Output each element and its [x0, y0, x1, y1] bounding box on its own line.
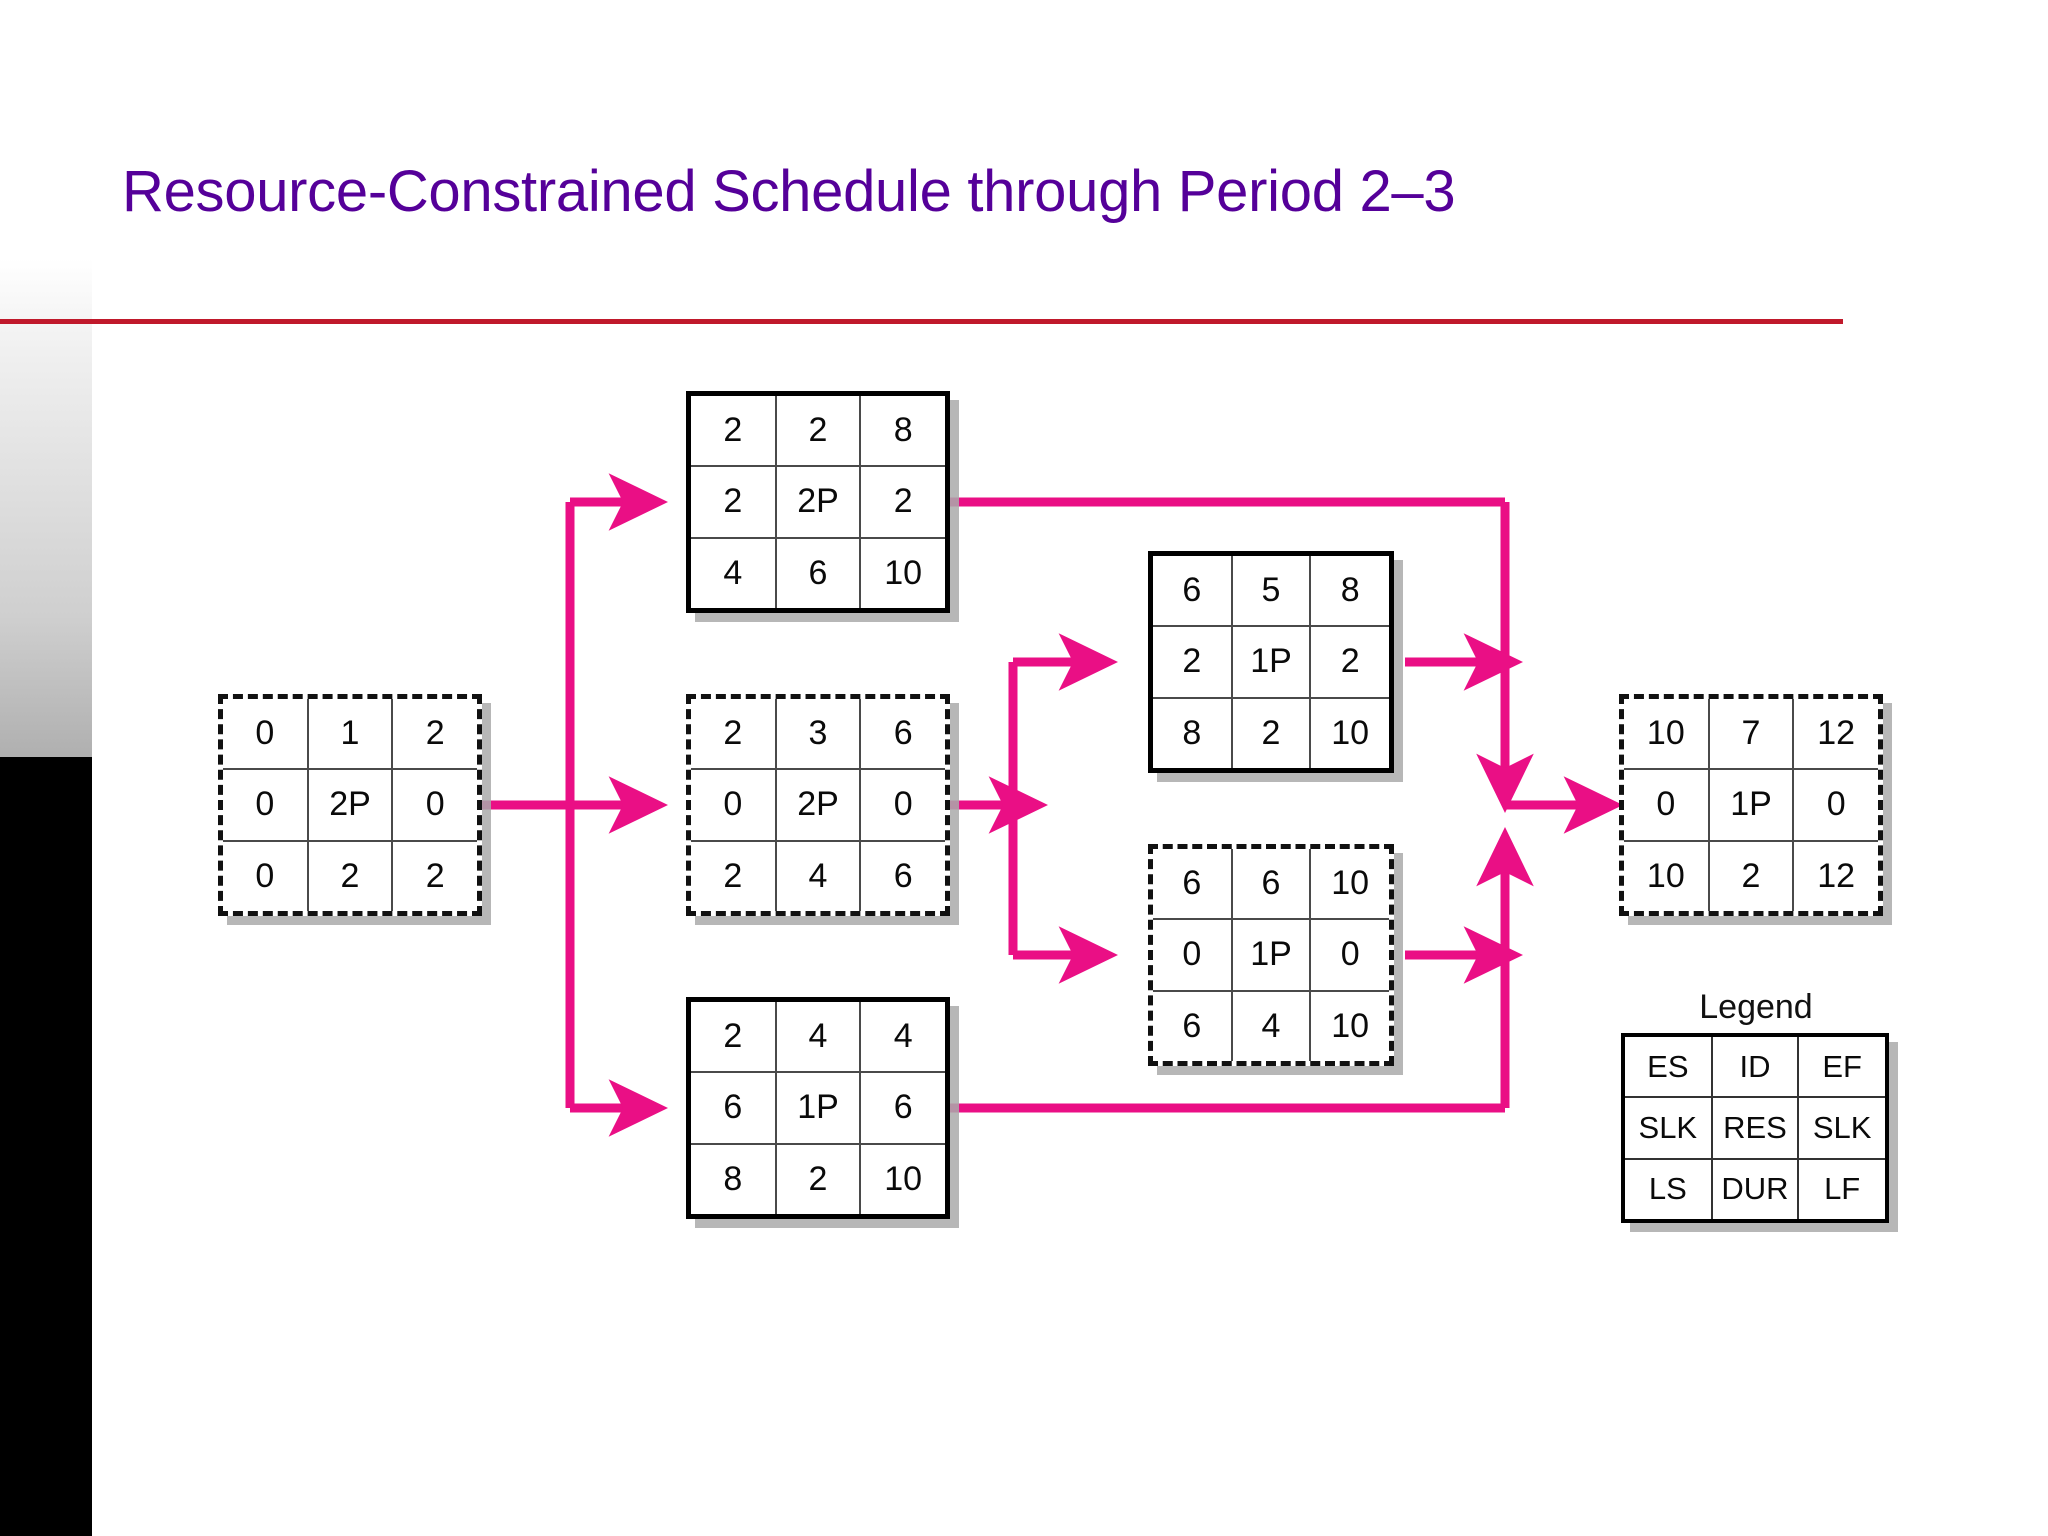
node-cell-slk-left: 0	[223, 768, 309, 842]
node-cell-slk-right: 0	[391, 768, 477, 842]
node-cell-slk-left: 0	[1624, 768, 1710, 842]
node-cell-slk-right: 0	[1309, 918, 1389, 992]
legend: Legend ES ID EF SLK RES SLK LS DUR LF	[1621, 988, 1891, 1223]
node-cell-dur: 2	[1230, 696, 1312, 768]
page-title: Resource-Constrained Schedule through Pe…	[122, 159, 1456, 224]
node-cell-ls: 10	[1624, 839, 1710, 911]
node-cell-ls: 0	[223, 839, 309, 911]
activity-node-2[interactable]: 2 2 8 2 2P 2 4 6 10	[686, 391, 950, 613]
node-cell-id: 4	[774, 1002, 862, 1074]
node-cell-dur: 4	[774, 839, 862, 911]
node-cell-dur: 4	[1230, 989, 1312, 1061]
activity-node-7[interactable]: 10 7 12 0 1P 0 10 2 12	[1619, 694, 1883, 916]
legend-cell-ls: LS	[1625, 1157, 1713, 1219]
node-cell-res: 1P	[1230, 625, 1312, 699]
node-cell-ef: 8	[859, 396, 945, 468]
node-cell-id: 7	[1707, 699, 1795, 771]
node-cell-ef: 4	[859, 1002, 945, 1074]
node-cell-slk-left: 2	[1153, 625, 1233, 699]
node-cell-ls: 4	[691, 536, 777, 608]
activity-node-3[interactable]: 2 3 6 0 2P 0 2 4 6	[686, 694, 950, 916]
node-cell-ef: 10	[1309, 849, 1389, 921]
node-cell-lf: 10	[859, 1142, 945, 1214]
node-cell-slk-left: 0	[1153, 918, 1233, 992]
node-cell-ef: 12	[1792, 699, 1878, 771]
node-cell-slk-left: 0	[691, 768, 777, 842]
node-cell-res: 2P	[774, 768, 862, 842]
node-cell-es: 6	[1153, 849, 1233, 921]
node-cell-slk-right: 2	[1309, 625, 1389, 699]
left-black-bar	[0, 757, 92, 1536]
node-cell-es: 6	[1153, 556, 1233, 628]
legend-cell-es: ES	[1625, 1037, 1713, 1099]
node-cell-id: 1	[306, 699, 394, 771]
node-cell-slk-left: 6	[691, 1071, 777, 1145]
node-cell-dur: 2	[1707, 839, 1795, 911]
node-cell-dur: 6	[774, 536, 862, 608]
node-cell-lf: 6	[859, 839, 945, 911]
activity-node-4[interactable]: 2 4 4 6 1P 6 8 2 10	[686, 997, 950, 1219]
legend-cell-dur: DUR	[1710, 1157, 1800, 1219]
node-cell-ls: 8	[1153, 696, 1233, 768]
node-cell-ef: 6	[859, 699, 945, 771]
node-cell-res: 2P	[774, 465, 862, 539]
node-cell-dur: 2	[774, 1142, 862, 1214]
node-cell-slk-right: 6	[859, 1071, 945, 1145]
legend-title: Legend	[1699, 988, 1813, 1026]
node-cell-es: 0	[223, 699, 309, 771]
node-cell-dur: 2	[306, 839, 394, 911]
node-cell-res: 2P	[306, 768, 394, 842]
node-cell-ef: 8	[1309, 556, 1389, 628]
legend-cell-slk-right: SLK	[1797, 1096, 1885, 1160]
legend-cell-res: RES	[1710, 1096, 1800, 1160]
node-cell-id: 3	[774, 699, 862, 771]
node-cell-slk-right: 0	[1792, 768, 1878, 842]
legend-cell-ef: EF	[1797, 1037, 1885, 1099]
legend-cell-slk-left: SLK	[1625, 1096, 1713, 1160]
node-cell-slk-left: 2	[691, 465, 777, 539]
node-cell-res: 1P	[1707, 768, 1795, 842]
node-cell-id: 6	[1230, 849, 1312, 921]
node-cell-lf: 12	[1792, 839, 1878, 911]
title-divider	[0, 319, 1843, 324]
node-cell-slk-right: 2	[859, 465, 945, 539]
activity-node-6[interactable]: 6 6 10 0 1P 0 6 4 10	[1148, 844, 1394, 1066]
legend-box: ES ID EF SLK RES SLK LS DUR LF	[1621, 1033, 1889, 1223]
activity-node-5[interactable]: 6 5 8 2 1P 2 8 2 10	[1148, 551, 1394, 773]
activity-node-1[interactable]: 0 1 2 0 2P 0 0 2 2	[218, 694, 482, 916]
node-cell-es: 2	[691, 699, 777, 771]
legend-cell-id: ID	[1710, 1037, 1800, 1099]
node-cell-ef: 2	[391, 699, 477, 771]
node-cell-lf: 10	[1309, 989, 1389, 1061]
node-cell-es: 2	[691, 1002, 777, 1074]
legend-cell-lf: LF	[1797, 1157, 1885, 1219]
node-cell-es: 2	[691, 396, 777, 468]
node-cell-id: 5	[1230, 556, 1312, 628]
node-cell-ls: 2	[691, 839, 777, 911]
node-cell-res: 1P	[774, 1071, 862, 1145]
node-cell-lf: 2	[391, 839, 477, 911]
node-cell-ls: 8	[691, 1142, 777, 1214]
node-cell-lf: 10	[859, 536, 945, 608]
node-cell-ls: 6	[1153, 989, 1233, 1061]
node-cell-slk-right: 0	[859, 768, 945, 842]
node-cell-res: 1P	[1230, 918, 1312, 992]
node-cell-lf: 10	[1309, 696, 1389, 768]
node-cell-es: 10	[1624, 699, 1710, 771]
node-cell-id: 2	[774, 396, 862, 468]
